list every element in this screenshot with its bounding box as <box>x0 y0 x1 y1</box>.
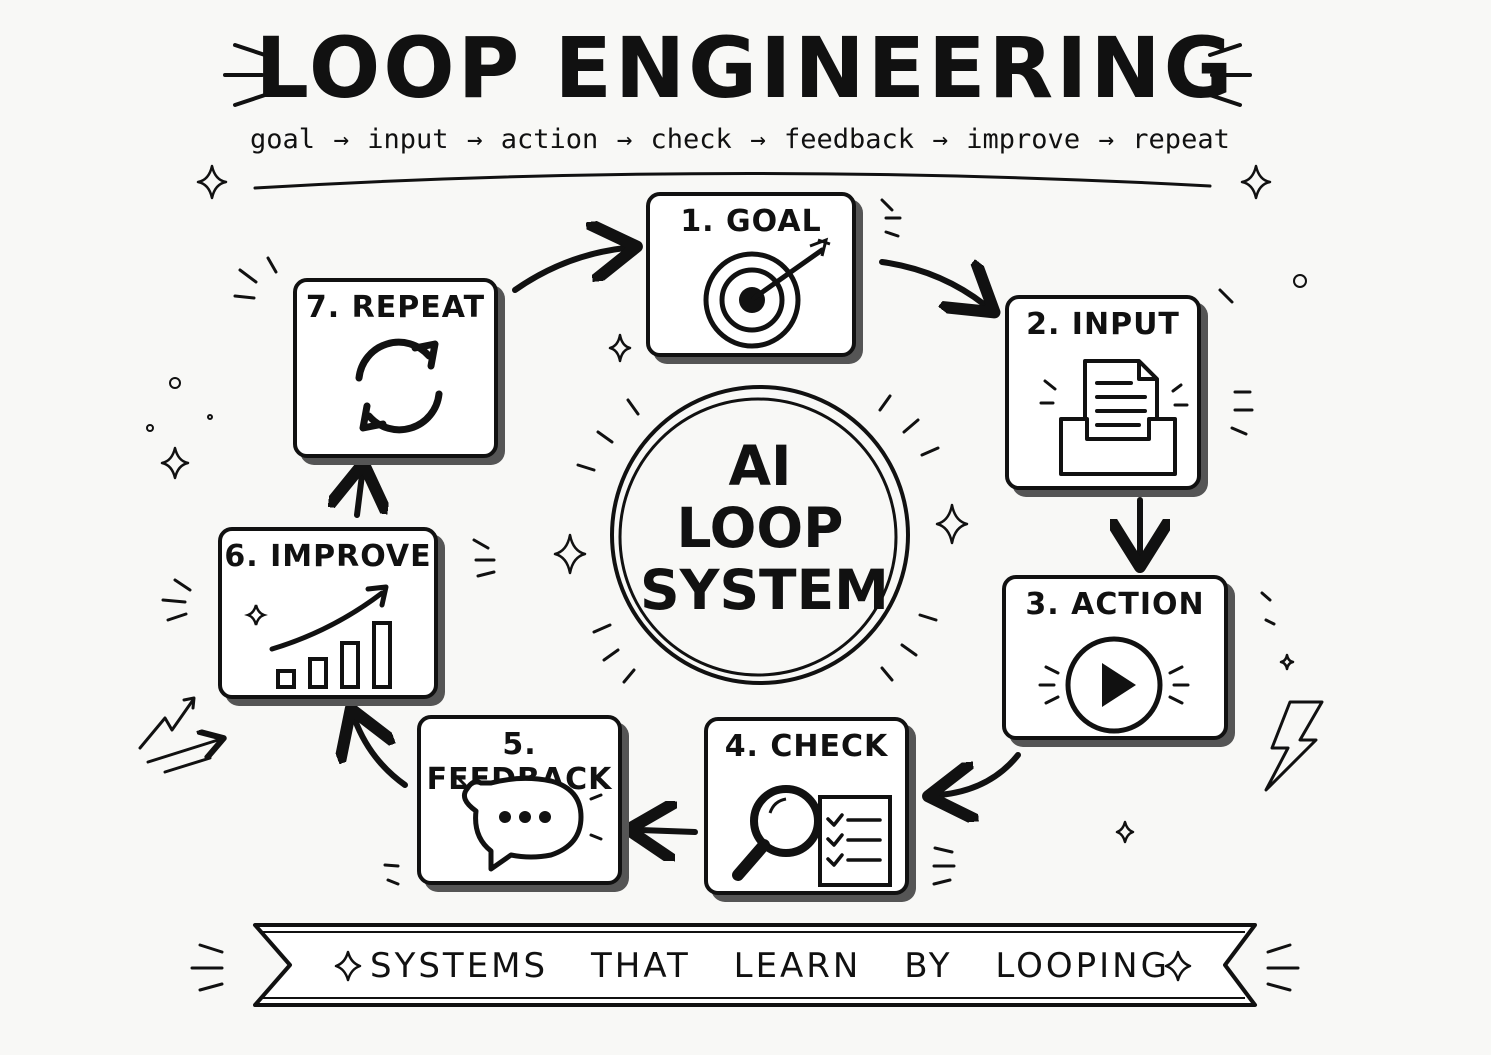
flow-arrow: → <box>333 124 349 155</box>
lightning-icon <box>1264 700 1324 792</box>
step-card-check: 4. CHECK <box>704 717 909 895</box>
target-icon <box>703 237 831 349</box>
step-label-improve: 6. IMPROVE <box>224 539 432 574</box>
step-card-action: 3. ACTION <box>1002 575 1228 740</box>
sparkle-icons <box>160 164 1295 844</box>
flow-arrow: → <box>750 124 766 155</box>
arrow-check-to-feedback <box>640 830 698 832</box>
title-dash-left <box>223 43 267 107</box>
center-circle <box>610 385 910 685</box>
step-card-goal: 1. GOAL <box>646 192 856 357</box>
banner-ribbon <box>253 923 1257 1007</box>
flow-arrow: → <box>1098 124 1115 155</box>
step-label-action: 3. ACTION <box>1025 587 1205 622</box>
burst-ticks <box>161 198 1276 886</box>
flow-step-goal: goal <box>250 124 316 155</box>
flow-step-feedback: feedback <box>784 124 915 155</box>
step-label-input: 2. INPUT <box>1026 307 1180 342</box>
center-label-line2: LOOP <box>676 496 844 560</box>
arrow-feedback-to-improve <box>355 720 408 788</box>
step-label-repeat: 7. REPEAT <box>305 290 486 325</box>
center-label-line3: SYSTEM <box>640 558 889 622</box>
play-icon <box>1038 636 1190 734</box>
flow-step-action: action <box>500 124 599 155</box>
step-card-feedback: 5. FEEDBACK <box>417 715 622 885</box>
step-label-check: 4. CHECK <box>724 729 889 764</box>
banner-tagline: SYSTEMS THAT LEARN BY LOOPING <box>370 946 1170 986</box>
arrow-repeat-to-goal <box>512 248 625 293</box>
flow-sequence: goal → input → action → check → feedback… <box>250 124 1230 155</box>
growth-squiggle-icon <box>138 696 218 774</box>
arrow-improve-to-repeat <box>357 475 362 518</box>
arrow-goal-to-input <box>879 259 985 305</box>
banner-word: THAT <box>591 946 691 986</box>
flow-step-input: input <box>367 124 449 155</box>
banner-sparkle-icons <box>334 950 1192 982</box>
step-card-input: 2. INPUT <box>1005 295 1201 490</box>
arrow-action-to-check <box>940 752 1021 795</box>
page-title: LOOP ENGINEERING <box>255 19 1236 117</box>
magnifier-checklist-icon <box>732 785 892 887</box>
flow-step-improve: improve <box>966 124 1081 155</box>
banner-word: BY <box>904 946 953 986</box>
flow-step-check: check <box>650 124 732 155</box>
banner-word: LEARN <box>733 946 862 986</box>
loop-arrows <box>355 248 1140 832</box>
step-card-improve: 6. IMPROVE <box>218 527 438 699</box>
flow-step-repeat: repeat <box>1132 124 1230 155</box>
center-label-line1: AI <box>728 434 792 498</box>
cycle-arrows-icon <box>355 338 443 434</box>
center-rays <box>576 394 940 684</box>
banner-word: LOOPING <box>995 946 1170 986</box>
title-dash-right <box>1208 43 1252 107</box>
document-tray-icon <box>1039 359 1189 476</box>
growth-chart-icon <box>244 584 392 689</box>
step-label-goal: 1. GOAL <box>680 204 822 239</box>
flow-underline <box>253 171 1212 190</box>
center-label: AI LOOP SYSTEM <box>640 434 889 622</box>
step-card-repeat: 7. REPEAT <box>293 278 498 458</box>
flow-arrow: → <box>932 124 948 155</box>
banner-word: SYSTEMS <box>370 946 549 986</box>
speech-bubble-icon <box>455 775 603 872</box>
flow-arrow: → <box>616 124 633 155</box>
flow-arrow: → <box>466 124 483 155</box>
dot-icons <box>146 274 1307 432</box>
banner-ticks <box>190 943 1300 992</box>
